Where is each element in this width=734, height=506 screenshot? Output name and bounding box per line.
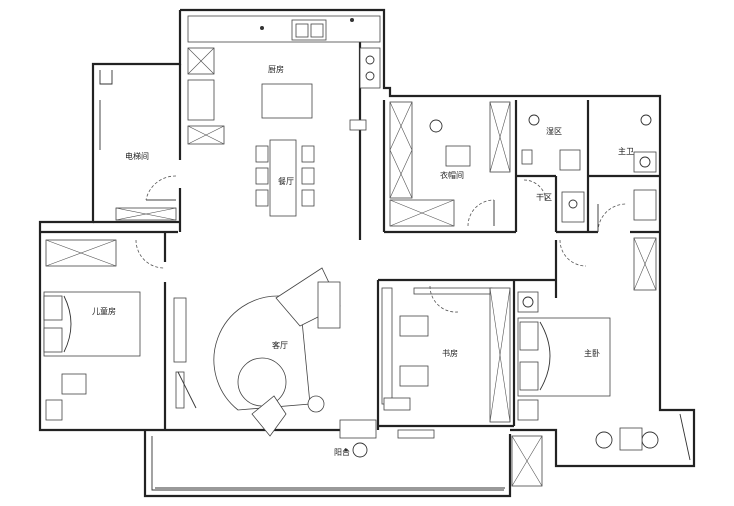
label-study: 书房 <box>442 348 458 358</box>
study <box>381 285 511 439</box>
living-room <box>173 267 377 458</box>
label-master-bedroom: 主卧 <box>584 348 600 358</box>
kids-room <box>43 239 165 421</box>
elevator-hall <box>99 70 177 221</box>
room-labels: 厨房 电梯间 餐厅 衣帽间 湿区 主卫 干区 儿童房 客厅 书房 主卧 阳台 <box>92 64 634 457</box>
master-bedroom <box>511 291 691 487</box>
label-kitchen: 厨房 <box>268 64 284 74</box>
label-wet-area: 湿区 <box>546 127 562 136</box>
label-master-bath: 主卫 <box>618 146 634 156</box>
label-cloakroom: 衣帽间 <box>440 170 464 180</box>
interior-walls <box>40 40 660 430</box>
bathrooms <box>521 114 657 291</box>
cloakroom <box>389 101 511 227</box>
kitchen-area <box>187 15 381 145</box>
label-dry-area: 干区 <box>536 193 552 202</box>
label-dining: 餐厅 <box>278 177 294 186</box>
label-living-room: 客厅 <box>272 340 288 350</box>
label-kids-room: 儿童房 <box>92 306 116 316</box>
label-balcony: 阳台 <box>334 447 350 457</box>
dining-table-set <box>255 139 315 217</box>
label-elevator-hall: 电梯间 <box>125 151 149 161</box>
